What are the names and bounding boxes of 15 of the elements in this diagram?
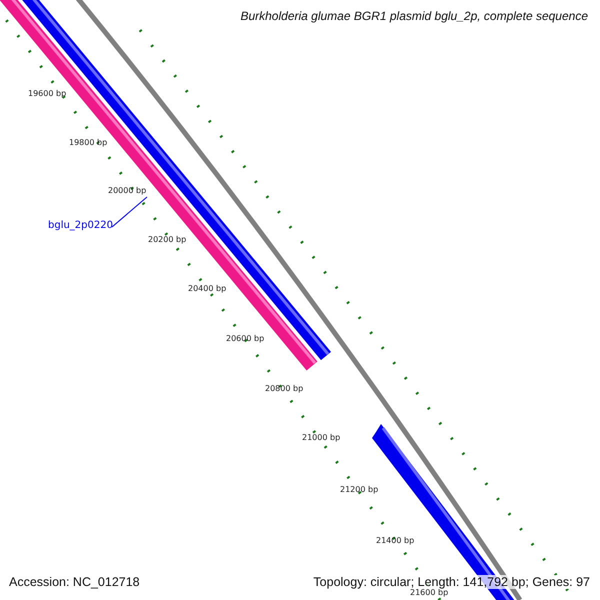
scale-label: 21400 bp (376, 536, 414, 545)
scale-label: 20000 bp (108, 186, 146, 195)
scale-label: 20200 bp (148, 235, 186, 244)
scale-label: 21600 bp (410, 588, 448, 597)
title: Burkholderia glumae BGR1 plasmid bglu_2p, complete sequence (240, 9, 588, 23)
scale-label: 20400 bp (188, 284, 226, 293)
scale-label: 19600 bp (28, 89, 66, 98)
scale-label: 21000 bp (302, 433, 340, 442)
scale-label: 20600 bp (226, 334, 264, 343)
accession-text: Accession: NC_012718 (9, 575, 140, 589)
leader-line (112, 196, 148, 228)
scale-label: 19800 bp (69, 138, 108, 147)
scale-label: 21200 bp (340, 485, 378, 494)
scale-label: 20800 bp (265, 384, 304, 393)
topology-text: Topology: circular; Length: 141,792 bp; Genes: 97 (313, 575, 590, 589)
